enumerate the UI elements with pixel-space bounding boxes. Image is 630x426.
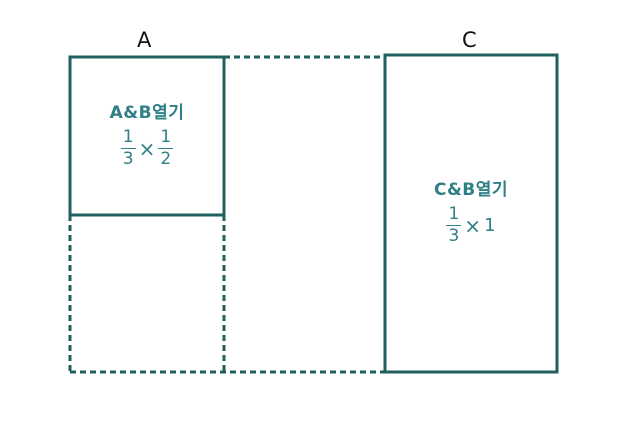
label-c: C xyxy=(462,28,477,52)
fraction: 1 3 xyxy=(120,127,136,169)
region-cb-box xyxy=(383,53,559,374)
denominator: 2 xyxy=(160,149,172,169)
numerator: 1 xyxy=(120,127,136,149)
numerator: 1 xyxy=(446,204,462,226)
region-cb-title: C&B열기 xyxy=(433,180,509,200)
region-ab-text: A&B열기 1 3 × 1 2 xyxy=(72,98,222,168)
region-cb-expression: 1 3 × 1 xyxy=(387,206,555,245)
region-ab-title: A&B열기 xyxy=(109,103,185,123)
fraction: 1 2 xyxy=(158,127,174,169)
multiply-sign: × xyxy=(464,213,482,238)
factor: 1 xyxy=(484,215,496,236)
numerator: 1 xyxy=(158,127,174,149)
region-ab-expression: 1 3 × 1 2 xyxy=(72,129,222,168)
fraction: 1 3 xyxy=(446,204,462,246)
multiply-sign: × xyxy=(138,136,156,161)
label-a: A xyxy=(137,28,152,52)
denominator: 3 xyxy=(122,149,134,169)
denominator: 3 xyxy=(448,226,460,246)
region-cb-text: C&B열기 1 3 × 1 xyxy=(387,175,555,245)
region-ab-box xyxy=(68,55,226,217)
